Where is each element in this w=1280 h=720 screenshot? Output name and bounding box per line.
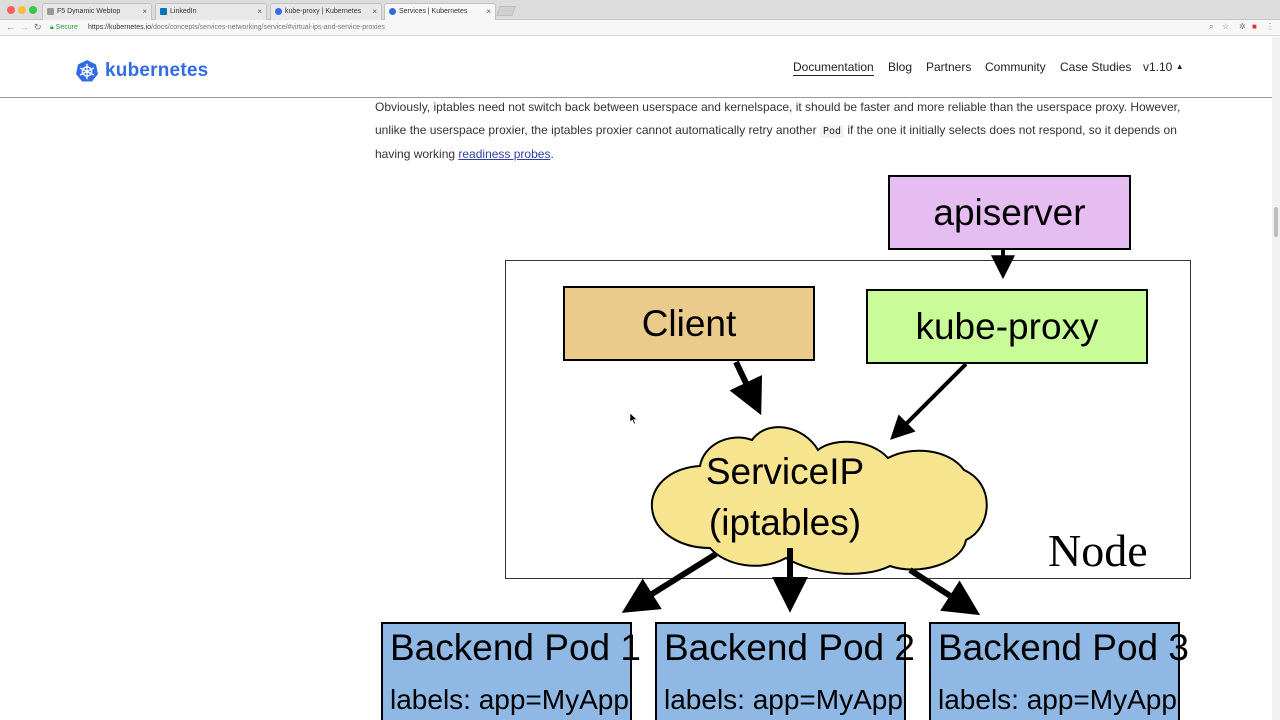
logo-text: kubernetes xyxy=(105,60,209,81)
kube-proxy-label: kube-proxy xyxy=(915,305,1099,347)
serviceip-cloud-shape xyxy=(650,426,988,575)
kubernetes-icon xyxy=(389,8,396,15)
browser-tab-linkedin[interactable]: LinkedIn × xyxy=(155,3,267,20)
backend-pod-1-box: Backend Pod 1 labels: app=MyApp xyxy=(381,622,641,720)
arrow-serviceip-to-pod-3 xyxy=(908,567,981,616)
pod-labels: labels: app=MyApp xyxy=(938,684,1177,715)
mouse-cursor-icon xyxy=(630,413,638,425)
pod-title: Backend Pod 2 xyxy=(664,627,915,668)
iptables-paragraph: Obviously, iptables need not switch back… xyxy=(375,96,1185,166)
tab-title: F5 Dynamic Webtop xyxy=(57,8,121,15)
readiness-probes-link[interactable]: readiness probes xyxy=(458,147,551,161)
tab-title: kube-proxy | Kubernetes xyxy=(285,8,362,15)
client-label: Client xyxy=(641,302,737,344)
client-box: Client xyxy=(563,286,815,361)
extension-red-icon[interactable]: ■ xyxy=(1252,22,1257,31)
close-window-icon[interactable] xyxy=(7,6,15,14)
backend-pod-3-box: Backend Pod 3 labels: app=MyApp xyxy=(929,622,1189,720)
back-arrow-icon[interactable]: ← xyxy=(6,22,15,32)
address-bar: ← → ↻ 🔒︎ Secure https://kubernetes.io/do… xyxy=(0,20,1280,36)
forward-arrow-icon[interactable]: → xyxy=(20,22,29,32)
url-host: https://kubernetes.io xyxy=(88,24,152,31)
nav-partners[interactable]: Partners xyxy=(926,60,972,74)
nav-documentation[interactable]: Documentation xyxy=(793,60,874,76)
kubernetes-logo[interactable]: kubernetes xyxy=(75,59,208,83)
url-input[interactable]: https://kubernetes.io/docs/concepts/serv… xyxy=(88,24,385,31)
nav-version-dropdown[interactable]: v1.10 ▲ xyxy=(1143,60,1184,74)
nav-blog[interactable]: Blog xyxy=(888,60,913,74)
node-label: Node xyxy=(1048,525,1148,576)
page-icon xyxy=(47,8,54,15)
linkedin-icon xyxy=(160,8,167,15)
pod-code: Pod xyxy=(819,124,844,138)
node-frame xyxy=(505,260,1191,579)
page-scrollbar[interactable] xyxy=(1272,37,1280,720)
close-tab-icon[interactable]: × xyxy=(142,7,147,16)
paragraph-text-2: if the one it initially selects does not… xyxy=(375,122,1177,162)
apiserver-box: apiserver xyxy=(888,175,1131,250)
serviceip-cloud-text: ServiceIP (iptables) xyxy=(680,446,890,548)
browser-tab-f5[interactable]: F5 Dynamic Webtop × xyxy=(42,3,152,20)
tab-title: LinkedIn xyxy=(170,8,197,15)
zoom-icon[interactable]: ⌕ xyxy=(1209,22,1214,31)
iptables-label: (iptables) xyxy=(708,502,862,543)
pod-labels: labels: app=MyApp xyxy=(390,684,629,715)
extension-icon[interactable]: ✲ xyxy=(1239,22,1246,31)
kubernetes-icon xyxy=(275,8,282,15)
nav-case-studies[interactable]: Case Studies xyxy=(1060,60,1132,74)
tab-title: Services | Kubernetes xyxy=(399,8,468,15)
scrollbar-thumb[interactable] xyxy=(1274,207,1278,237)
pod-labels: labels: app=MyApp xyxy=(664,684,903,715)
minimize-window-icon[interactable] xyxy=(18,6,26,14)
arrow-serviceip-to-pod-1 xyxy=(621,551,718,613)
maximize-window-icon[interactable] xyxy=(29,6,37,14)
kube-proxy-box: kube-proxy xyxy=(866,289,1148,364)
arrow-client-to-serviceip xyxy=(729,360,763,416)
arrow-kube-proxy-to-serviceip xyxy=(890,362,968,440)
url-path: /docs/concepts/services-networking/servi… xyxy=(151,24,385,31)
close-tab-icon[interactable]: × xyxy=(372,7,377,16)
bookmark-star-icon[interactable]: ☆ xyxy=(1222,22,1230,31)
secure-label: Secure xyxy=(55,24,78,31)
chevron-up-icon: ▲ xyxy=(1175,62,1184,71)
pod-title: Backend Pod 3 xyxy=(938,627,1189,668)
site-header: kubernetes Documentation Blog Partners C… xyxy=(0,37,1272,98)
close-tab-icon[interactable]: × xyxy=(486,7,491,16)
pod-title: Backend Pod 1 xyxy=(390,627,641,668)
nav-community[interactable]: Community xyxy=(985,60,1046,74)
kubernetes-wheel-icon xyxy=(76,60,98,82)
browser-tab-services[interactable]: Services | Kubernetes × xyxy=(384,3,496,20)
paragraph-end: . xyxy=(550,147,554,161)
paragraph-text-1: Obviously, iptables need not switch back… xyxy=(375,100,1181,137)
browser-tab-bar: F5 Dynamic Webtop × LinkedIn × kube-prox… xyxy=(0,0,1280,20)
secure-lock-label[interactable]: 🔒︎ Secure xyxy=(50,24,78,31)
reload-icon[interactable]: ↻ xyxy=(34,22,42,32)
serviceip-label: ServiceIP xyxy=(705,451,865,492)
browser-menu-icon[interactable]: ⋮ xyxy=(1266,22,1274,31)
browser-tab-kube-proxy[interactable]: kube-proxy | Kubernetes × xyxy=(270,3,382,20)
backend-pod-2-box: Backend Pod 2 labels: app=MyApp xyxy=(655,622,915,720)
version-label: v1.10 xyxy=(1143,60,1173,74)
apiserver-label: apiserver xyxy=(933,191,1086,233)
close-tab-icon[interactable]: × xyxy=(257,7,262,16)
